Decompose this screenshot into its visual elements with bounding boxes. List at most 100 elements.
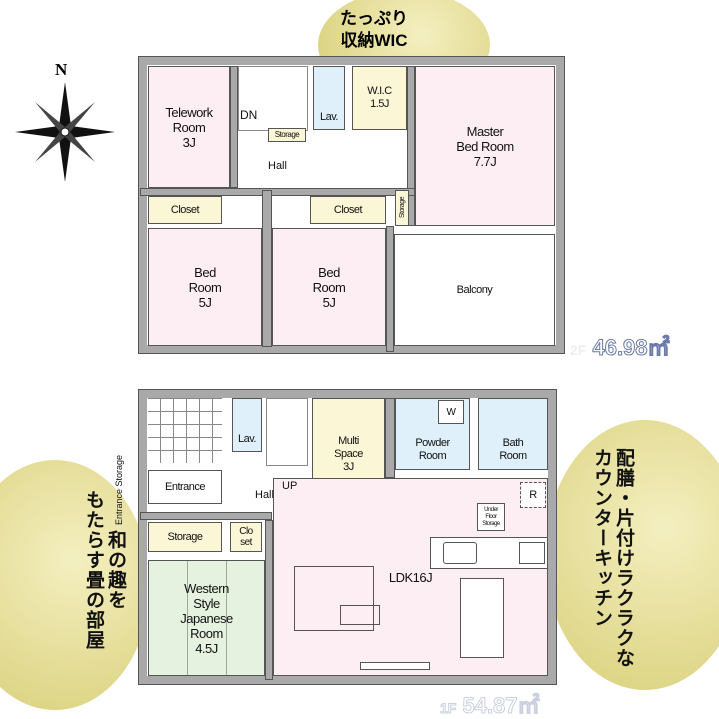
room-label: Bed bbox=[318, 264, 340, 280]
lavatory-2f[interactable]: Lav. bbox=[313, 66, 345, 130]
closet-1[interactable]: Closet bbox=[148, 196, 222, 224]
wall bbox=[140, 512, 272, 520]
balcony[interactable]: Balcony bbox=[394, 234, 555, 346]
callout-japanese: 和の趣を もたらす畳の部屋 bbox=[82, 490, 126, 650]
room-label: Clo bbox=[239, 526, 253, 537]
room-label: Telework bbox=[165, 104, 213, 120]
callout-line: 収納WIC bbox=[340, 31, 408, 50]
floor-label: 2F bbox=[570, 342, 587, 358]
staircase-1f[interactable] bbox=[266, 398, 308, 466]
hall-label-1f: Hall bbox=[255, 489, 274, 501]
room-label: W.I.C bbox=[367, 85, 392, 97]
room-label: 4.5J bbox=[195, 640, 218, 656]
room-label: Master bbox=[466, 123, 504, 139]
lavatory-1f[interactable]: Lav. bbox=[232, 398, 262, 452]
room-label: Room bbox=[172, 119, 206, 135]
room-label: Entrance bbox=[164, 480, 206, 493]
sofa-icon bbox=[294, 566, 374, 631]
storage-1f[interactable]: Storage bbox=[148, 522, 222, 552]
entrance-storage-label: Entrance Storage bbox=[114, 454, 124, 525]
washer-label: W bbox=[446, 406, 456, 418]
wall bbox=[265, 520, 273, 680]
hall-label-2f: Hall bbox=[268, 160, 287, 172]
callout-bubble-kitchen bbox=[545, 420, 719, 690]
room-label: Multi bbox=[338, 434, 359, 447]
callout-line: 和の趣を bbox=[105, 530, 126, 610]
room-label: set bbox=[240, 537, 252, 548]
callout-line: もたらす畳の部屋 bbox=[83, 490, 104, 650]
room-label: 3J bbox=[343, 460, 354, 473]
room-label: 5J bbox=[322, 294, 336, 310]
room-label: Room bbox=[190, 625, 223, 641]
floor-2-area: 2F 46.98㎡ bbox=[570, 330, 670, 362]
area-value: 54.87㎡ bbox=[462, 693, 540, 719]
floor-1-area: 1F 54.87㎡ bbox=[439, 688, 540, 719]
wall bbox=[385, 398, 395, 478]
wall bbox=[140, 188, 415, 196]
storage-vertical[interactable]: Storage bbox=[395, 190, 409, 226]
entrance[interactable]: Entrance bbox=[148, 470, 222, 504]
room-label: Lav. bbox=[320, 111, 338, 123]
stair-down-label: DN bbox=[240, 108, 258, 122]
room-label: Room bbox=[312, 279, 346, 295]
room-label: Bath bbox=[502, 437, 524, 449]
room-label: Bed Room bbox=[456, 138, 514, 154]
room-label: Lav. bbox=[238, 433, 256, 445]
room-label: Room bbox=[188, 279, 222, 295]
wall bbox=[386, 226, 394, 352]
room-label: Floor bbox=[485, 513, 497, 520]
room-label: Under bbox=[484, 506, 498, 513]
dining-table-icon bbox=[460, 578, 504, 658]
room-label: Storage bbox=[398, 197, 406, 219]
hatch-label: R bbox=[529, 488, 537, 501]
staircase[interactable] bbox=[238, 66, 308, 131]
callout-bubble-japanese bbox=[0, 460, 150, 710]
room-label: Style bbox=[193, 595, 220, 611]
room-label: Room bbox=[499, 450, 527, 462]
room-label: 5J bbox=[198, 294, 212, 310]
room-label: Storage bbox=[167, 530, 203, 543]
room-label: Storage bbox=[274, 130, 300, 139]
callout-kitchen: 配膳・片付けラクラクな カウンターキッチン bbox=[590, 448, 634, 668]
sink-icon bbox=[443, 542, 477, 564]
room-label: Storage bbox=[482, 520, 500, 527]
wall bbox=[407, 66, 415, 226]
kitchen-counter bbox=[430, 537, 548, 569]
wall bbox=[230, 66, 238, 188]
stove-icon bbox=[519, 542, 545, 564]
entrance-tiles-grid bbox=[148, 398, 222, 463]
storage-2f[interactable]: Storage bbox=[268, 128, 306, 142]
north-label: N bbox=[55, 60, 68, 79]
room-label: Closet bbox=[333, 203, 363, 216]
closet-2[interactable]: Closet bbox=[310, 196, 386, 224]
room-label: 1.5J bbox=[370, 98, 389, 110]
wall bbox=[262, 190, 272, 347]
callout-line: 配膳・片付けラクラクな bbox=[613, 448, 634, 668]
room-label: Balcony bbox=[456, 283, 493, 296]
washing-machine: W bbox=[438, 400, 464, 424]
ceiling-hatch: R bbox=[520, 482, 546, 508]
compass: N bbox=[15, 60, 115, 182]
floor-label: 1F bbox=[439, 700, 457, 717]
room-label: Space bbox=[334, 447, 363, 460]
compass-rose-icon bbox=[15, 82, 115, 182]
stair-up-label: UP bbox=[282, 480, 298, 492]
room-label: LDK16J bbox=[388, 569, 433, 585]
callout-line: カウンターキッチン bbox=[591, 448, 612, 628]
room-label: Western bbox=[184, 580, 229, 596]
tv-board-icon bbox=[360, 662, 430, 670]
room-label: 3J bbox=[182, 134, 196, 150]
coffee-table-icon bbox=[340, 605, 380, 625]
area-value: 46.98㎡ bbox=[592, 335, 670, 361]
room-label: Room bbox=[418, 450, 447, 462]
